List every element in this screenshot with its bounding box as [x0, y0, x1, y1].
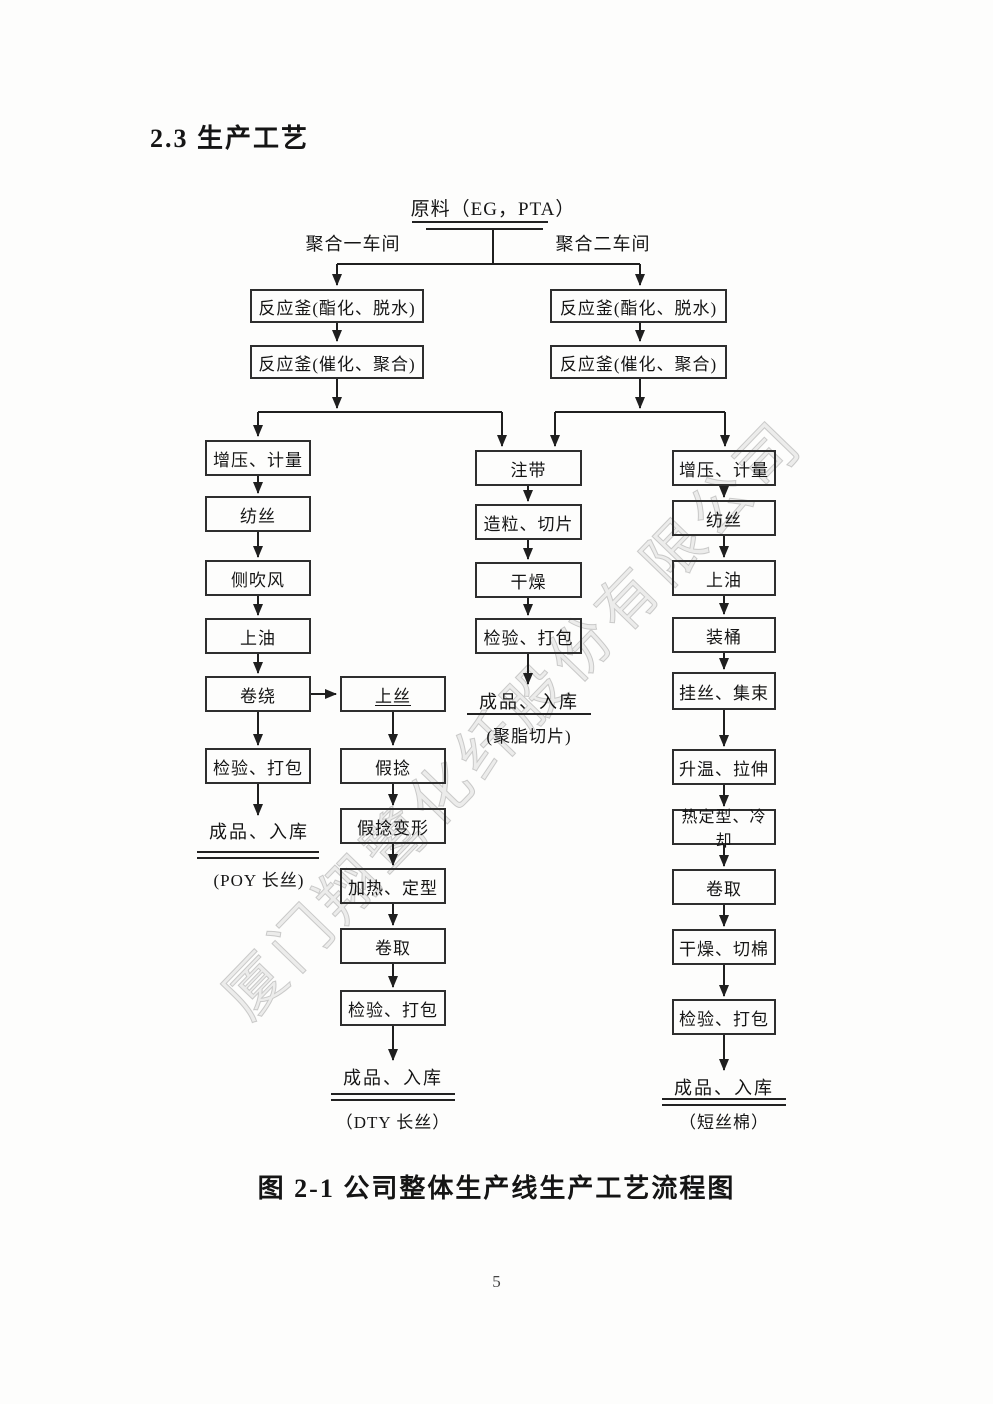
poy-step-side-blowing: 侧吹风 — [205, 560, 311, 596]
source-label: 原料（EG，PTA） — [410, 199, 576, 220]
dty-step-threading: 上丝 — [340, 676, 446, 712]
staple-step-oiling: 上油 — [672, 560, 776, 596]
source-underline-1 — [412, 221, 548, 223]
dty-step-threading-label: 上丝 — [375, 686, 411, 706]
chip-underline — [467, 713, 591, 715]
staple-step-heatset-cool: 热定型、冷却 — [672, 809, 776, 850]
source-underline-2 — [426, 228, 543, 230]
reactor-right-polymerization: 反应釜(催化、聚合) — [550, 345, 727, 379]
page-number: 5 — [492, 1272, 501, 1291]
staple-step-pressurize-meter: 增压、计量 — [672, 450, 776, 486]
poy-underline-1 — [197, 851, 319, 853]
reactor-left-esterification: 反应釜(酯化、脱水) — [250, 289, 424, 323]
dty-step-take-up: 卷取 — [340, 928, 446, 964]
staple-step-inspect-pack: 检验、打包 — [672, 999, 776, 1035]
workshop-right-label: 聚合二车间 — [555, 234, 651, 254]
chip-end-label: 成品、入库 — [479, 692, 579, 712]
figure-caption: 图 2-1 公司整体生产线生产工艺流程图 — [257, 1174, 736, 1203]
staple-underline-1 — [662, 1098, 786, 1100]
staple-product-label: （短丝棉） — [679, 1113, 769, 1132]
chip-step-inspect-pack: 检验、打包 — [475, 618, 582, 654]
staple-step-spinning: 纺丝 — [672, 500, 776, 536]
staple-step-barreling: 装桶 — [672, 617, 776, 653]
staple-step-heat-draw: 升温、拉伸 — [672, 749, 776, 785]
poy-end-label: 成品、入库 — [209, 822, 309, 842]
poy-step-inspect-pack: 检验、打包 — [205, 748, 311, 784]
poy-underline-2 — [197, 857, 319, 859]
dty-step-heat-set: 加热、定型 — [340, 868, 446, 904]
staple-end-label: 成品、入库 — [674, 1078, 774, 1098]
dty-step-inspect-pack: 检验、打包 — [340, 990, 446, 1026]
staple-step-dry-cut: 干燥、切棉 — [672, 929, 776, 965]
reactor-left-polymerization: 反应釜(催化、聚合) — [250, 345, 424, 379]
chip-product-label: (聚脂切片) — [486, 727, 572, 746]
chip-step-drying: 干燥 — [475, 562, 582, 598]
reactor-right-esterification: 反应釜(酯化、脱水) — [550, 289, 727, 323]
poy-step-winding: 卷绕 — [205, 676, 311, 712]
dty-step-false-twist: 假捻 — [340, 748, 446, 784]
dty-end-label: 成品、入库 — [343, 1068, 443, 1088]
poy-step-oiling: 上油 — [205, 618, 311, 654]
dty-product-label: （DTY 长丝） — [335, 1113, 451, 1132]
dty-step-texturing: 假捻变形 — [340, 808, 446, 844]
chip-step-casting: 注带 — [475, 450, 582, 486]
poy-step-pressurize-meter: 增压、计量 — [205, 440, 311, 476]
staple-underline-2 — [662, 1104, 786, 1106]
poy-step-spinning: 纺丝 — [205, 496, 311, 532]
dty-underline-2 — [331, 1099, 455, 1101]
dty-underline-1 — [331, 1093, 455, 1095]
staple-step-take-up: 卷取 — [672, 869, 776, 905]
header-connectors — [253, 228, 730, 447]
chip-step-pelletize-cut: 造粒、切片 — [475, 504, 582, 540]
staple-step-bundle: 挂丝、集束 — [672, 672, 776, 710]
poy-product-label: (POY 长丝) — [213, 871, 305, 890]
workshop-left-label: 聚合一车间 — [305, 234, 401, 254]
section-title: 2.3 生产工艺 — [150, 124, 310, 153]
